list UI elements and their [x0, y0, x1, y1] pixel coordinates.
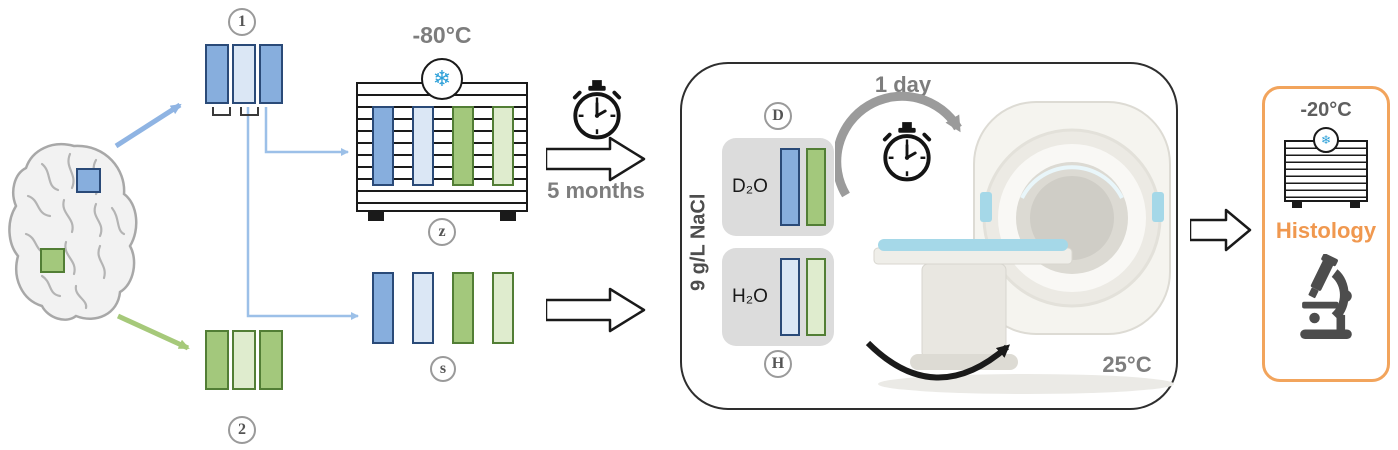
saline-label: 9 g/L NaCl — [687, 193, 710, 291]
d2o-label: D₂O — [732, 176, 768, 197]
histology-snowflake-icon: ❄ — [1313, 127, 1339, 153]
h2o-chamber: H₂O — [722, 248, 834, 346]
freezer-foot-right — [500, 212, 516, 221]
d2o-sample-bars — [779, 148, 826, 226]
blue-sample-bar — [372, 272, 394, 344]
light-green-sample-bar — [492, 272, 514, 344]
sample-block-1 — [205, 44, 283, 104]
fresh-sample-bars — [372, 272, 514, 344]
histology-freezer: ❄ — [1284, 127, 1368, 208]
snowflake-icon: ❄ — [421, 58, 463, 100]
rotation-arrow-top — [835, 91, 962, 198]
sample-block-2 — [205, 330, 283, 390]
cut-marks — [212, 107, 259, 116]
blue-sample-bar — [205, 44, 229, 104]
sample2-badge: 2 — [228, 416, 256, 444]
flow-arrow-histology — [1190, 208, 1252, 252]
h2o-label: H₂O — [732, 286, 768, 307]
h2o-sample-bars — [779, 258, 826, 336]
snowflake-glyph: ❄ — [432, 66, 452, 91]
light-green-sample-bar — [232, 330, 256, 390]
deuterium-badge: D — [764, 102, 792, 130]
frozen-sample-bars — [372, 106, 514, 186]
brain-region-blue-marker — [76, 168, 101, 193]
light-green-sample-bar — [805, 258, 826, 336]
histology-title: Histology — [1275, 218, 1377, 243]
d2o-chamber: D₂O — [722, 138, 834, 236]
brain-illustration — [8, 143, 138, 321]
brain-region-green-marker — [40, 248, 65, 273]
frozen-badge: z — [428, 218, 456, 246]
brain-to-sample2-arrow — [116, 313, 190, 351]
blue-sample-bar — [259, 44, 283, 104]
green-sample-bar — [452, 272, 474, 344]
blue-sample-bar — [372, 106, 394, 186]
histology-freezer-foot-left — [1292, 202, 1302, 208]
green-sample-bar — [452, 106, 474, 186]
stopwatch-icon — [572, 80, 622, 140]
sample1-to-fresh-connector — [246, 107, 359, 320]
scan-temperature: 25°C — [1102, 352, 1152, 377]
flow-arrow-bottom — [546, 287, 646, 333]
freezer-temperature: -80°C — [412, 22, 472, 48]
freezer-foot-left — [368, 212, 384, 221]
green-sample-bar — [205, 330, 229, 390]
histology-temperature: -20°C — [1300, 99, 1352, 121]
green-sample-bar — [259, 330, 283, 390]
storage-duration: 5 months — [547, 178, 645, 203]
brain-to-sample1-arrow — [114, 102, 182, 149]
histology-panel: -20°C ❄ Histology — [1262, 86, 1390, 382]
histology-freezer-foot-right — [1350, 202, 1360, 208]
rotation-arrows — [835, 91, 1011, 381]
light-blue-sample-bar — [412, 272, 434, 344]
flow-arrow-top — [546, 136, 646, 182]
rotation-arrow-bottom — [865, 340, 1011, 381]
histology-snowflake-glyph: ❄ — [1320, 133, 1332, 147]
blue-sample-bar — [779, 148, 800, 226]
green-sample-bar — [805, 148, 826, 226]
microscope-icon — [1300, 254, 1352, 340]
scan-stopwatch-icon — [882, 122, 932, 182]
light-blue-sample-bar — [232, 44, 256, 104]
mri-scanner — [873, 101, 1174, 394]
light-blue-sample-bar — [779, 258, 800, 336]
light-blue-sample-bar — [412, 106, 434, 186]
light-green-sample-bar — [492, 106, 514, 186]
fresh-badge: s — [430, 356, 456, 382]
sample1-badge: 1 — [228, 8, 256, 36]
hydrogen-badge: H — [764, 350, 792, 378]
sample1-to-freezer-connector — [264, 107, 349, 156]
